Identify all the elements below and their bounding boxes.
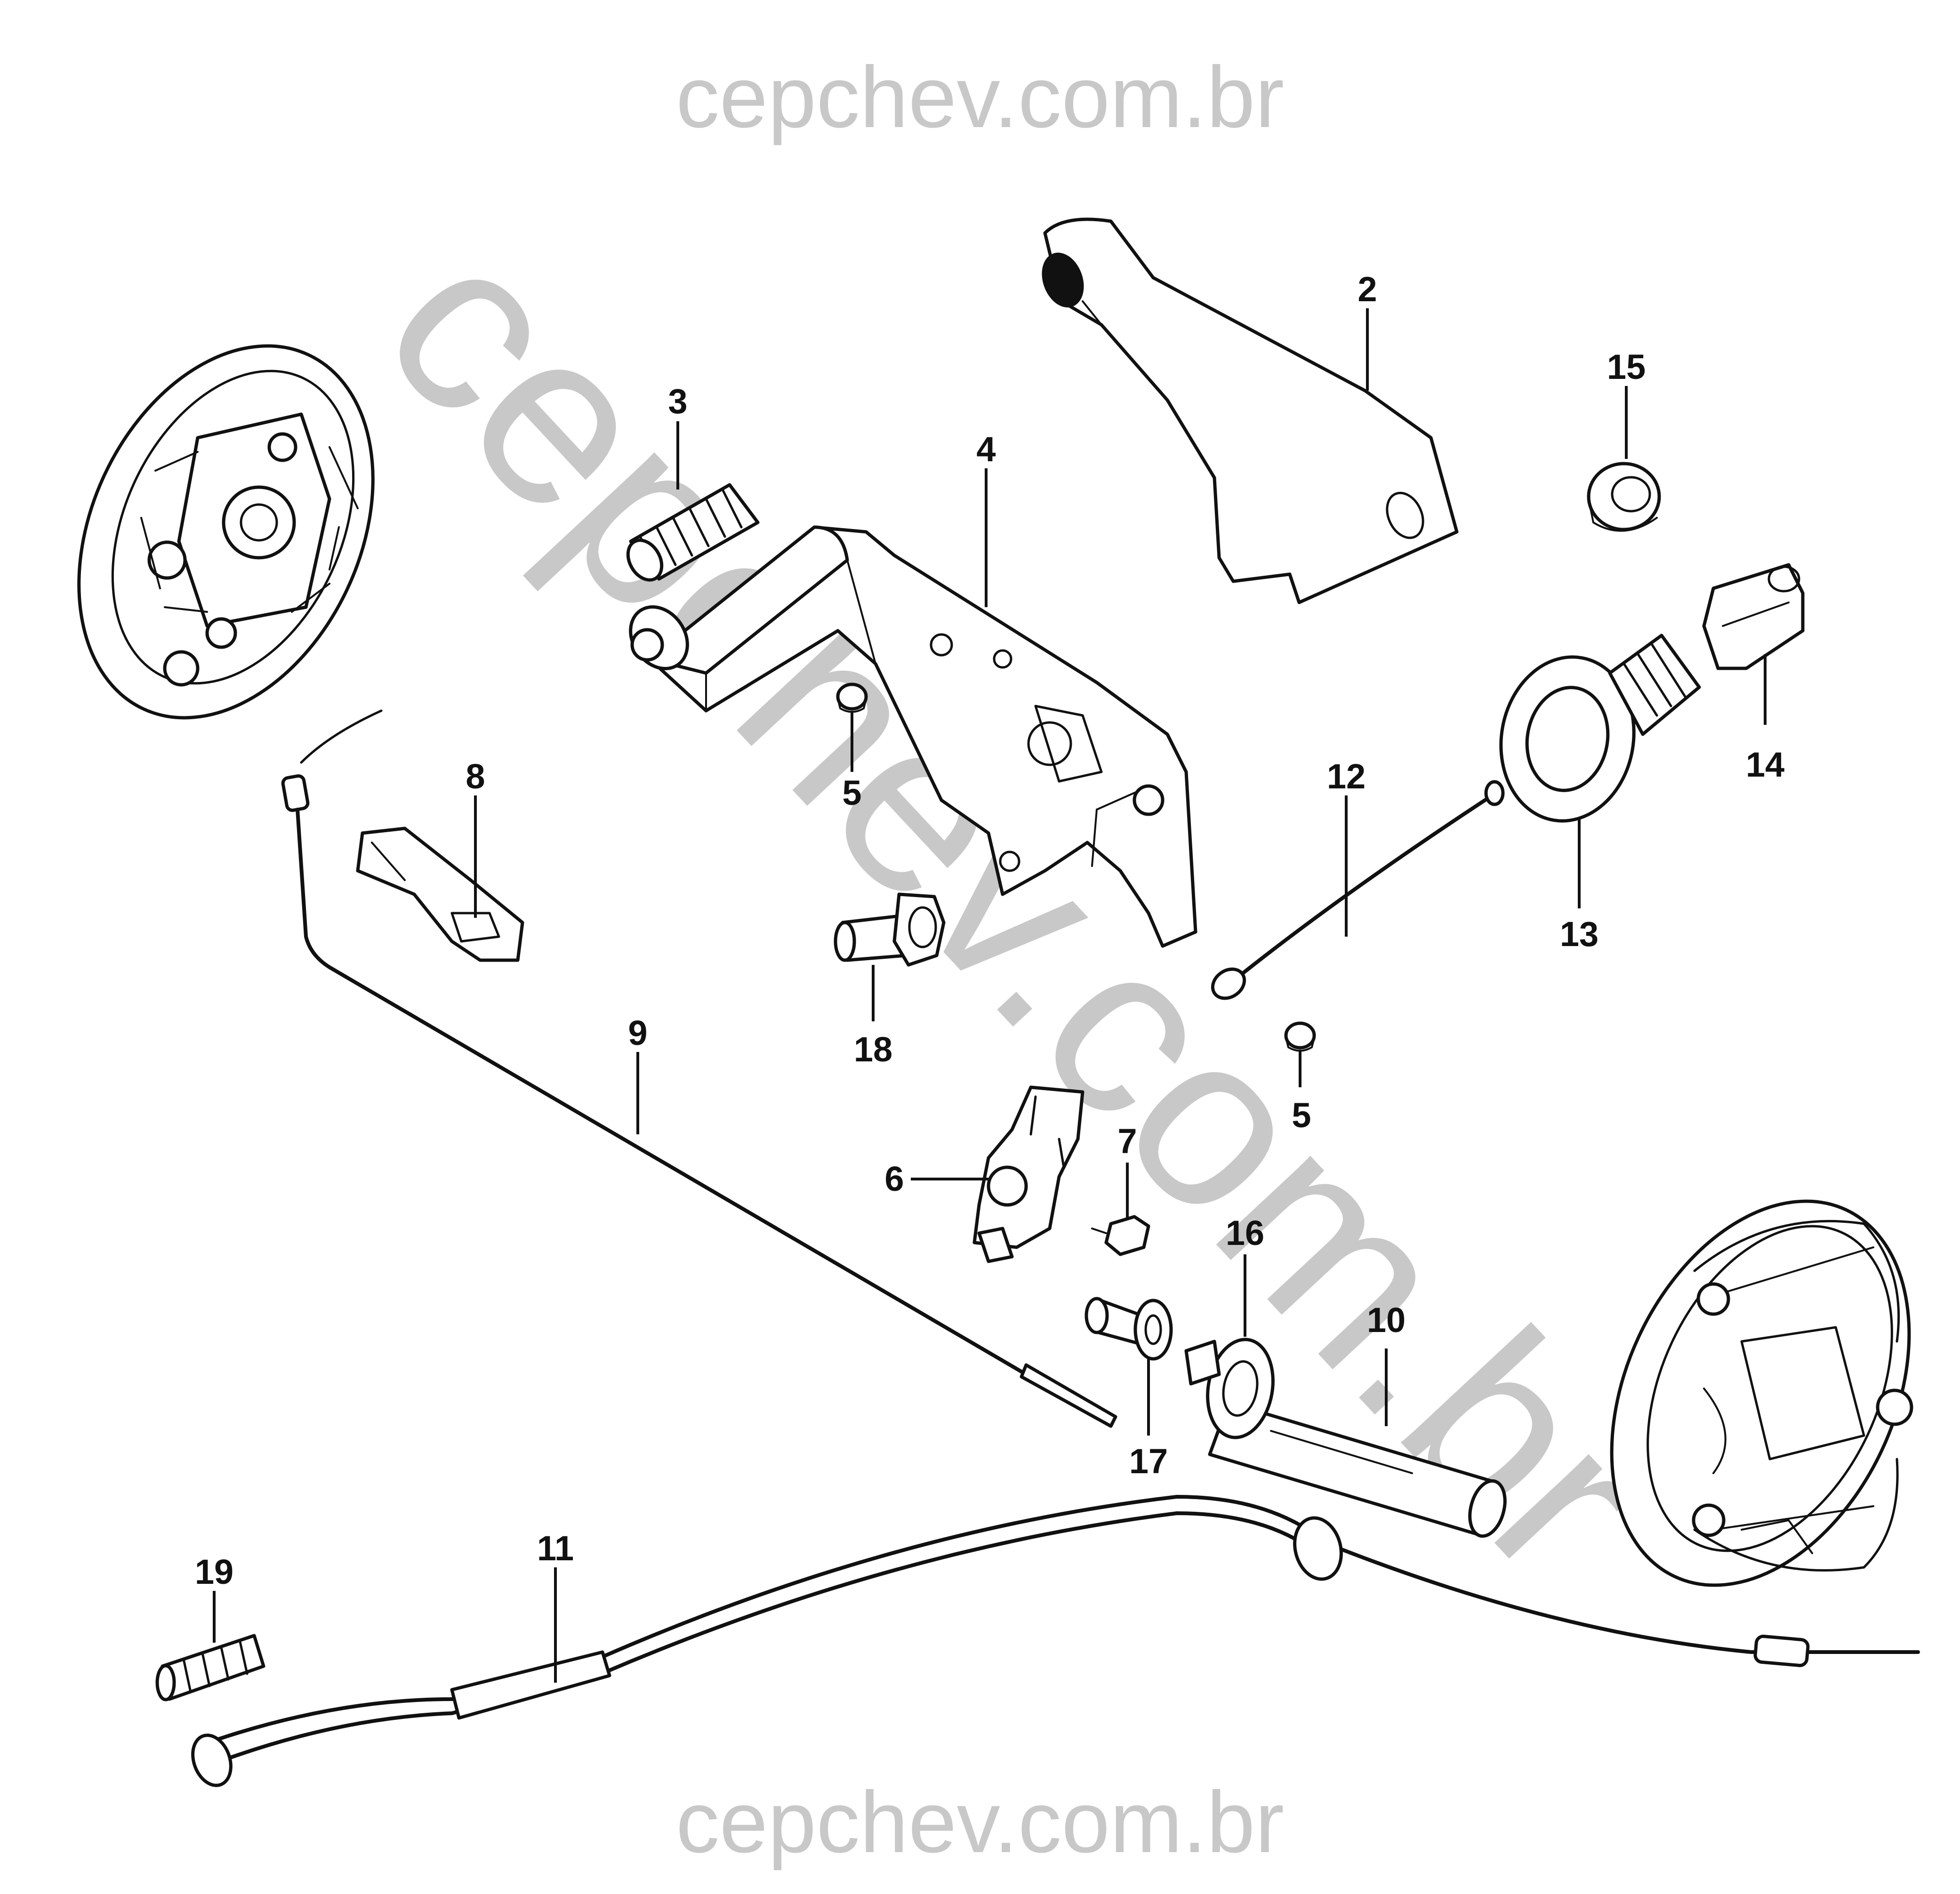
callout-4: 4 — [976, 430, 996, 469]
part-5-plug-lower — [1284, 1021, 1316, 1052]
part-2-bracket — [1042, 217, 1459, 604]
part-15-nut — [1587, 462, 1661, 532]
watermark-top: cepchev.com.br — [676, 49, 1284, 146]
callout-3: 3 — [668, 382, 687, 421]
left-backing-plate — [77, 344, 375, 720]
callout-10: 10 — [1367, 1300, 1406, 1340]
callout-14: 14 — [1746, 745, 1784, 784]
callout-12: 12 — [1327, 757, 1366, 796]
callout-18: 18 — [854, 1030, 892, 1069]
part-14-clip — [1702, 563, 1805, 670]
watermark-bottom: cepchev.com.br — [676, 1774, 1284, 1871]
callout-6: 6 — [884, 1159, 904, 1198]
part-6-switch — [972, 1085, 1084, 1263]
part-17-bushing — [1084, 1297, 1173, 1361]
part-7-nut — [1091, 1215, 1150, 1256]
callout-5-upper: 5 — [842, 773, 861, 812]
part-10-guide-tube — [1208, 1401, 1507, 1538]
callout-16: 16 — [1226, 1213, 1264, 1252]
callout-17: 17 — [1129, 1442, 1168, 1481]
right-brake-assembly — [1610, 1199, 1913, 1587]
part-11-cable — [191, 1495, 1920, 1787]
callouts: 2 3 4 5 5 6 7 8 9 10 11 12 13 14 15 16 1… — [195, 270, 1784, 1591]
watermark-diagonal: cepchev.com.br — [333, 189, 1700, 1626]
callout-9: 9 — [628, 1013, 647, 1052]
callout-7: 7 — [1117, 1122, 1137, 1161]
part-13-boot — [1499, 634, 1701, 823]
part-16-grommet — [1184, 1338, 1275, 1439]
callout-2: 2 — [1358, 270, 1377, 309]
callout-5-lower: 5 — [1292, 1096, 1311, 1135]
part-18-bolt — [834, 892, 946, 967]
part-12-tension-rod — [1211, 780, 1505, 1000]
part-3-spring — [626, 483, 760, 582]
part-9-rod — [281, 709, 1117, 1428]
part-8-bracket — [356, 827, 524, 962]
part-19-sleeve — [155, 1634, 265, 1701]
leader-lines — [213, 308, 1767, 1683]
part-4-lever — [629, 525, 1197, 948]
callout-19: 19 — [195, 1552, 233, 1591]
callout-15: 15 — [1607, 347, 1646, 386]
callout-11: 11 — [537, 1529, 574, 1568]
callout-8: 8 — [466, 757, 485, 796]
callout-13: 13 — [1560, 915, 1599, 954]
